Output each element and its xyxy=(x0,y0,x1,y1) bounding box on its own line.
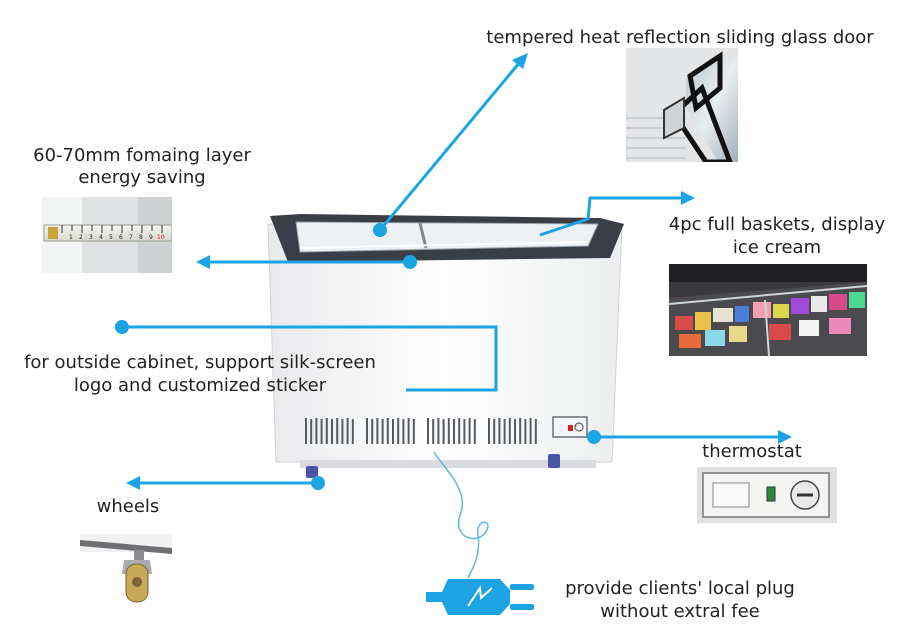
tape-number: 4 xyxy=(99,234,103,241)
freezer-glass xyxy=(295,221,599,253)
baskets-leader xyxy=(539,196,683,237)
chest-freezer xyxy=(267,214,624,579)
plug-label-line2: without extral fee xyxy=(600,601,760,622)
power-switch xyxy=(766,486,776,502)
foaming-label-line1: 60-70mm fomaing layer xyxy=(33,145,251,166)
wheel-right xyxy=(548,454,560,468)
cabinet-dot xyxy=(115,320,129,334)
wheel-left xyxy=(306,466,318,478)
tape-number: 6 xyxy=(119,234,123,241)
thermostat-label: thermostat xyxy=(702,441,802,462)
tape-ticks xyxy=(61,225,163,233)
thermostat-dot xyxy=(587,430,601,444)
callout-markers xyxy=(115,53,792,490)
tape-number: 9 xyxy=(149,234,153,241)
plug-icon xyxy=(426,579,534,615)
cabinet-label-line1: for outside cabinet, support silk-screen xyxy=(24,352,376,373)
cabinet-label-line2: logo and customized sticker xyxy=(73,375,327,396)
wheel-photo xyxy=(80,534,172,606)
glass-door-leader xyxy=(378,61,522,231)
wheels-dot xyxy=(311,476,325,490)
glass-door-photo xyxy=(626,48,738,162)
baskets-label-line2: ice cream xyxy=(732,237,822,258)
callout-lines xyxy=(122,61,780,485)
glass-door-label: tempered heat reflection sliding glass d… xyxy=(486,27,874,48)
tape-number: 5 xyxy=(109,234,113,241)
foaming-dot xyxy=(403,255,417,269)
wheels-label: wheels xyxy=(96,496,160,517)
power-cord xyxy=(433,451,489,579)
tape-number: 1 xyxy=(69,234,73,241)
thermostat-arrowhead xyxy=(778,430,792,444)
plug-label-line1: provide clients' local plug xyxy=(565,578,795,599)
tape-number: 3 xyxy=(89,234,93,241)
tape-number: 8 xyxy=(139,234,143,241)
baskets-photo xyxy=(669,264,867,356)
tape-number: 2 xyxy=(79,234,83,241)
foaming-label-line2: energy saving xyxy=(78,167,206,188)
tape-number: 7 xyxy=(129,234,133,241)
wheels-arrowhead xyxy=(126,476,140,490)
glass-door-dot xyxy=(373,223,387,237)
ice-cream-boxes xyxy=(675,292,865,348)
foaming-arrowhead xyxy=(196,255,210,269)
vent-grilles xyxy=(305,418,537,444)
tape-number: 10 xyxy=(157,234,165,241)
thermostat-photo xyxy=(697,467,837,523)
cabinet-leader xyxy=(122,325,498,392)
glass-door-arrowhead xyxy=(512,53,528,69)
baskets-label-line1: 4pc full baskets, display xyxy=(668,214,886,235)
foaming-layer-photo: 1 2 3 4 5 6 7 8 9 10 xyxy=(42,197,172,273)
baskets-arrowhead xyxy=(681,191,695,205)
